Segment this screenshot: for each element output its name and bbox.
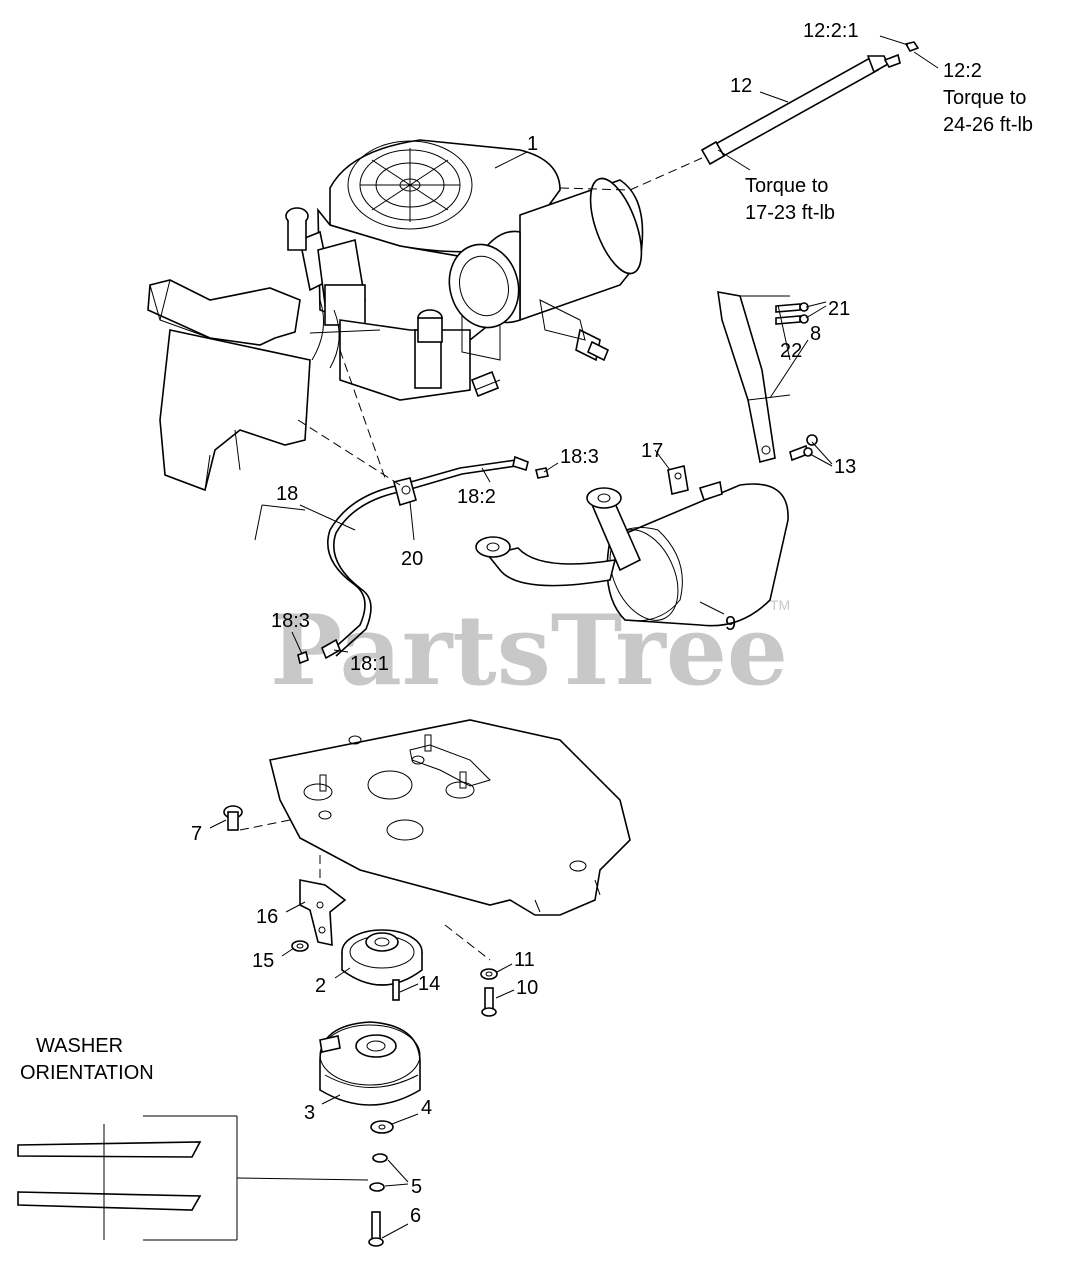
washer-orientation-detail bbox=[17, 1115, 369, 1241]
key[interactable] bbox=[392, 979, 400, 1001]
callout-13: 13 bbox=[834, 456, 856, 478]
callout-4: 4 bbox=[421, 1097, 432, 1119]
callout-8: 8 bbox=[810, 323, 821, 345]
washers-5[interactable] bbox=[369, 1153, 388, 1192]
callout-2: 2 bbox=[315, 975, 326, 997]
bolt-6[interactable] bbox=[368, 1211, 384, 1247]
torque-upper-line-1: Torque to bbox=[943, 87, 1026, 109]
callout-11: 11 bbox=[514, 949, 535, 971]
carriage-bolt[interactable] bbox=[223, 805, 243, 831]
washer-orientation-line-1: WASHER bbox=[36, 1035, 123, 1057]
engine[interactable] bbox=[285, 139, 652, 401]
callout-18-1: 18:1 bbox=[350, 653, 389, 675]
nut[interactable] bbox=[291, 940, 309, 952]
torque-upper-line-2: 24-26 ft-lb bbox=[943, 114, 1033, 136]
electric-clutch[interactable] bbox=[319, 1021, 421, 1106]
callout-labels: 12:2:1 12:2 Torque to 24-26 ft-lb 12 Tor… bbox=[20, 20, 1033, 1227]
callout-7: 7 bbox=[191, 823, 202, 845]
torque-lower-line-2: 17-23 ft-lb bbox=[745, 202, 835, 224]
callout-18-2: 18:2 bbox=[457, 486, 496, 508]
callout-3: 3 bbox=[304, 1102, 315, 1124]
callout-21: 21 bbox=[828, 298, 850, 320]
callout-17: 17 bbox=[641, 440, 663, 462]
washer-4[interactable] bbox=[370, 1120, 394, 1134]
torque-lower-line-1: Torque to bbox=[745, 175, 828, 197]
callout-12-2-1: 12:2:1 bbox=[803, 20, 859, 42]
leader-lines bbox=[209, 35, 939, 1239]
bolt-10[interactable] bbox=[481, 987, 497, 1017]
pulley[interactable] bbox=[341, 929, 423, 986]
drive-shaft[interactable] bbox=[629, 41, 920, 191]
callout-12: 12 bbox=[730, 75, 752, 97]
callout-16: 16 bbox=[256, 906, 278, 928]
callout-18-3-bottom: 18:3 bbox=[271, 610, 310, 632]
callout-10: 10 bbox=[516, 977, 538, 999]
callout-14: 14 bbox=[418, 973, 440, 995]
washer-orientation-line-2: ORIENTATION bbox=[20, 1062, 154, 1084]
watermark-trademark: TM bbox=[770, 597, 790, 613]
callout-1: 1 bbox=[527, 133, 538, 155]
pulley-bracket[interactable] bbox=[299, 879, 347, 947]
muffler-bracket[interactable] bbox=[717, 291, 818, 463]
muffler[interactable] bbox=[475, 465, 789, 631]
callout-18-3-top: 18:3 bbox=[560, 446, 599, 468]
washer-11[interactable] bbox=[480, 968, 498, 980]
callout-18: 18 bbox=[276, 483, 298, 505]
callout-15: 15 bbox=[252, 950, 274, 972]
deck-plate[interactable] bbox=[239, 719, 631, 961]
fuel-line[interactable] bbox=[297, 349, 549, 665]
callout-9: 9 bbox=[725, 613, 736, 635]
callout-6: 6 bbox=[410, 1205, 421, 1227]
callout-22: 22 bbox=[780, 340, 802, 362]
callout-5: 5 bbox=[411, 1176, 422, 1198]
callout-12-2: 12:2 bbox=[943, 60, 982, 82]
frame-bracket[interactable] bbox=[147, 279, 381, 492]
callout-20: 20 bbox=[401, 548, 423, 570]
